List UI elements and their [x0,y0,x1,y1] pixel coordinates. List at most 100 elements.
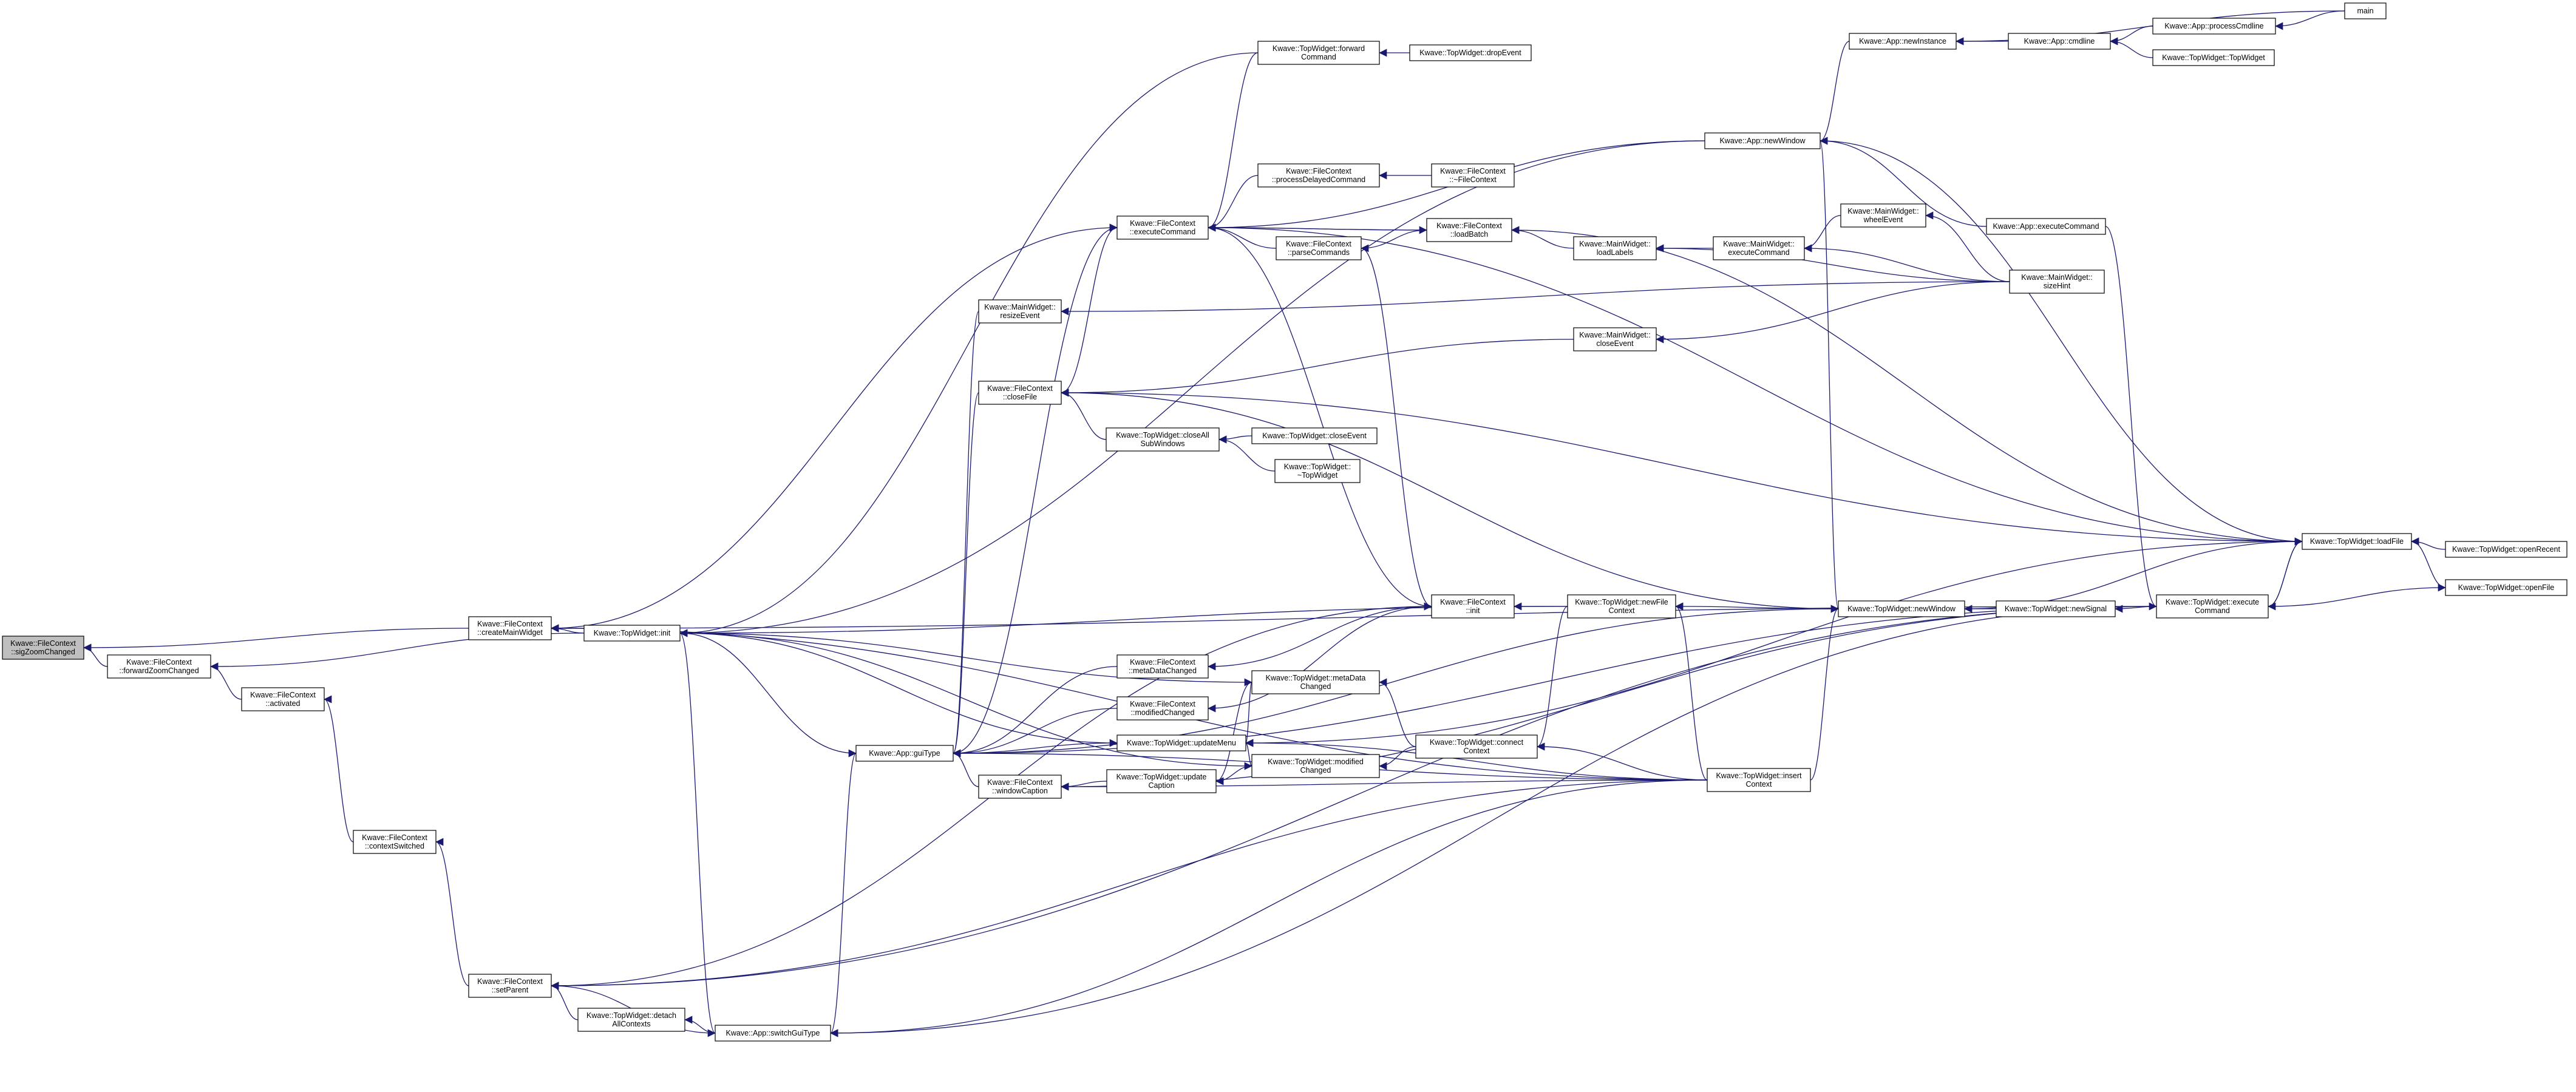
node-twExecuteCommand[interactable]: Kwave::TopWidget::executeCommand [2156,594,2269,619]
edge-parseCommands-to-fcInit [1361,248,1432,611]
node-setParent[interactable]: Kwave::FileContext::setParent [468,974,552,998]
node-fcInit[interactable]: Kwave::FileContext::init [1431,594,1515,619]
edge-sizeHint-to-mwExecuteCommand [1804,244,2010,282]
node-dropEvent[interactable]: Kwave::TopWidget::dropEvent [1409,44,1532,61]
node-loadFile[interactable]: Kwave::TopWidget::loadFile [2302,533,2412,550]
edge-twInit-to-switchGuiType [679,632,716,1037]
node-twConstructor[interactable]: Kwave::TopWidget::TopWidget [2152,49,2275,66]
node-twInit[interactable]: Kwave::TopWidget::init [583,625,681,642]
node-label: Kwave::MainWidget:: [984,303,1055,311]
edge-sizeHint-to-mwCloseEvent [1656,281,2010,344]
edge-openRecent-to-loadFile [2411,537,2446,550]
node-cmdline[interactable]: Kwave::App::cmdline [2008,33,2111,50]
node-label: ::metaDataChanged [1129,666,1197,675]
node-appNewWindow[interactable]: Kwave::App::newWindow [1704,132,1821,149]
node-processDelayedCommand[interactable]: Kwave::FileContext::processDelayedComman… [1257,163,1380,188]
node-appExecuteCommand[interactable]: Kwave::App::executeCommand [1986,218,2106,235]
node-box [1116,696,1209,721]
node-box [353,830,437,854]
node-label: Kwave::TopWidget::newWindow [1847,605,1956,613]
node-label: Kwave::TopWidget::insert [1716,772,1802,780]
node-label: Kwave::App::guiType [869,749,940,758]
node-windowCaption[interactable]: Kwave::FileContext::windowCaption [978,775,1062,799]
node-mwExecuteCommand[interactable]: Kwave::MainWidget::executeCommand [1713,236,1805,260]
node-label: Kwave::TopWidget::connect [1430,738,1524,747]
node-twModifiedChanged[interactable]: Kwave::TopWidget::modifiedChanged [1251,754,1380,778]
node-createMainWidget[interactable]: Kwave::FileContext::createMainWidget [468,616,552,640]
node-box [1116,734,1246,751]
node-label: Kwave::TopWidget::loadFile [2310,537,2404,546]
edge-twExecuteCommand-to-setParent [551,606,2157,990]
node-label: ::setParent [492,986,529,994]
node-label: ::closeFile [1003,393,1037,401]
node-modifiedChangedFC[interactable]: Kwave::FileContext::modifiedChanged [1116,696,1209,721]
node-openFile[interactable]: Kwave::TopWidget::openFile [2445,579,2568,596]
node-resizeEvent[interactable]: Kwave::MainWidget::resizeEvent [978,299,1062,324]
node-twNewWindow[interactable]: Kwave::TopWidget::newWindow [1838,600,1965,617]
node-forwardZoomChanged[interactable]: Kwave::FileContext::forwardZoomChanged [107,654,211,679]
node-openRecent[interactable]: Kwave::TopWidget::openRecent [2445,541,2568,558]
edge-loadFile-to-closeFile [1061,388,2303,542]
node-contextSwitched[interactable]: Kwave::FileContext::contextSwitched [353,830,437,854]
node-fcDestructor[interactable]: Kwave::FileContext::~FileContext [1431,163,1515,188]
node-label: Kwave::FileContext [1440,598,1506,606]
node-box [2009,270,2105,294]
edge-twInit-to-twModifiedChanged [679,632,1252,770]
node-mwCloseEvent[interactable]: Kwave::MainWidget::closeEvent [1573,327,1657,351]
node-label: Context [1745,780,1772,788]
node-label: Changed [1300,682,1331,691]
edge-main-to-processCmdline [2275,10,2345,30]
node-twMetaDataChanged[interactable]: Kwave::TopWidget::metaDataChanged [1251,670,1380,694]
node-activated[interactable]: Kwave::FileContext::activated [241,687,325,711]
node-label: ::~FileContext [1449,175,1497,184]
edge-forwardCommand-to-twInit [679,52,1259,637]
node-box [1426,218,1512,242]
nodes-layer: Kwave::FileContext::sigZoomChangedKwave:… [2,2,2568,1042]
node-processCmdline[interactable]: Kwave::App::processCmdline [2152,18,2276,35]
edge-contextSwitched-to-activated [324,695,354,843]
node-box [1567,594,1676,619]
node-metaDataChangedFC[interactable]: Kwave::FileContext::metaDataChanged [1116,654,1209,679]
node-guiType[interactable]: Kwave::App::guiType [855,745,954,762]
node-box [2445,579,2568,596]
node-newSignal[interactable]: Kwave::TopWidget::newSignal [1996,600,2116,617]
edge-connectContext-to-twModifiedChanged [1379,746,1416,770]
edge-guiType-to-switchGuiType [830,753,857,1037]
node-closeFile[interactable]: Kwave::FileContext::closeFile [978,381,1062,405]
node-executeCommandFC[interactable]: Kwave::FileContext::executeCommand [1116,215,1209,240]
node-label: Kwave::TopWidget::newSignal [2005,605,2107,613]
edge-twExecuteCommand-to-switchGuiType [830,606,2157,1037]
node-box [2152,18,2276,35]
edge-insertContext-to-switchGuiType [830,779,1708,1037]
node-label: ~TopWidget [1297,471,1338,480]
node-parseCommands[interactable]: Kwave::FileContext::parseCommands [1276,236,1362,260]
node-label: Kwave::FileContext [10,639,76,648]
node-wheelEvent[interactable]: Kwave::MainWidget::wheelEvent [1840,203,1926,228]
node-box [1116,215,1209,240]
edge-twDestructor-to-closeAllSubWindows [1218,435,1276,472]
edge-newFileContext-to-connectContext [1537,606,1568,751]
node-switchGuiType[interactable]: Kwave::App::switchGuiType [715,1025,831,1042]
node-twDestructor[interactable]: Kwave::TopWidget::~TopWidget [1274,459,1361,483]
node-main[interactable]: main [2344,2,2387,19]
node-label: AllContexts [612,1020,650,1028]
node-loadLabels[interactable]: Kwave::MainWidget::loadLabels [1573,236,1657,260]
node-newInstance[interactable]: Kwave::App::newInstance [1849,33,1957,50]
node-sizeHint[interactable]: Kwave::MainWidget::sizeHint [2009,270,2105,294]
node-loadBatch[interactable]: Kwave::FileContext::loadBatch [1426,218,1512,242]
node-box [1986,218,2106,235]
node-box [1251,754,1380,778]
node-updateMenu[interactable]: Kwave::TopWidget::updateMenu [1116,734,1246,751]
node-label: Kwave::App::newInstance [1859,37,1946,46]
node-label: Changed [1300,766,1331,775]
node-label: ::loadBatch [1450,230,1489,239]
node-twCloseEvent[interactable]: Kwave::TopWidget::closeEvent [1251,427,1378,444]
node-sigZoomChanged[interactable]: Kwave::FileContext::sigZoomChanged [2,636,84,660]
